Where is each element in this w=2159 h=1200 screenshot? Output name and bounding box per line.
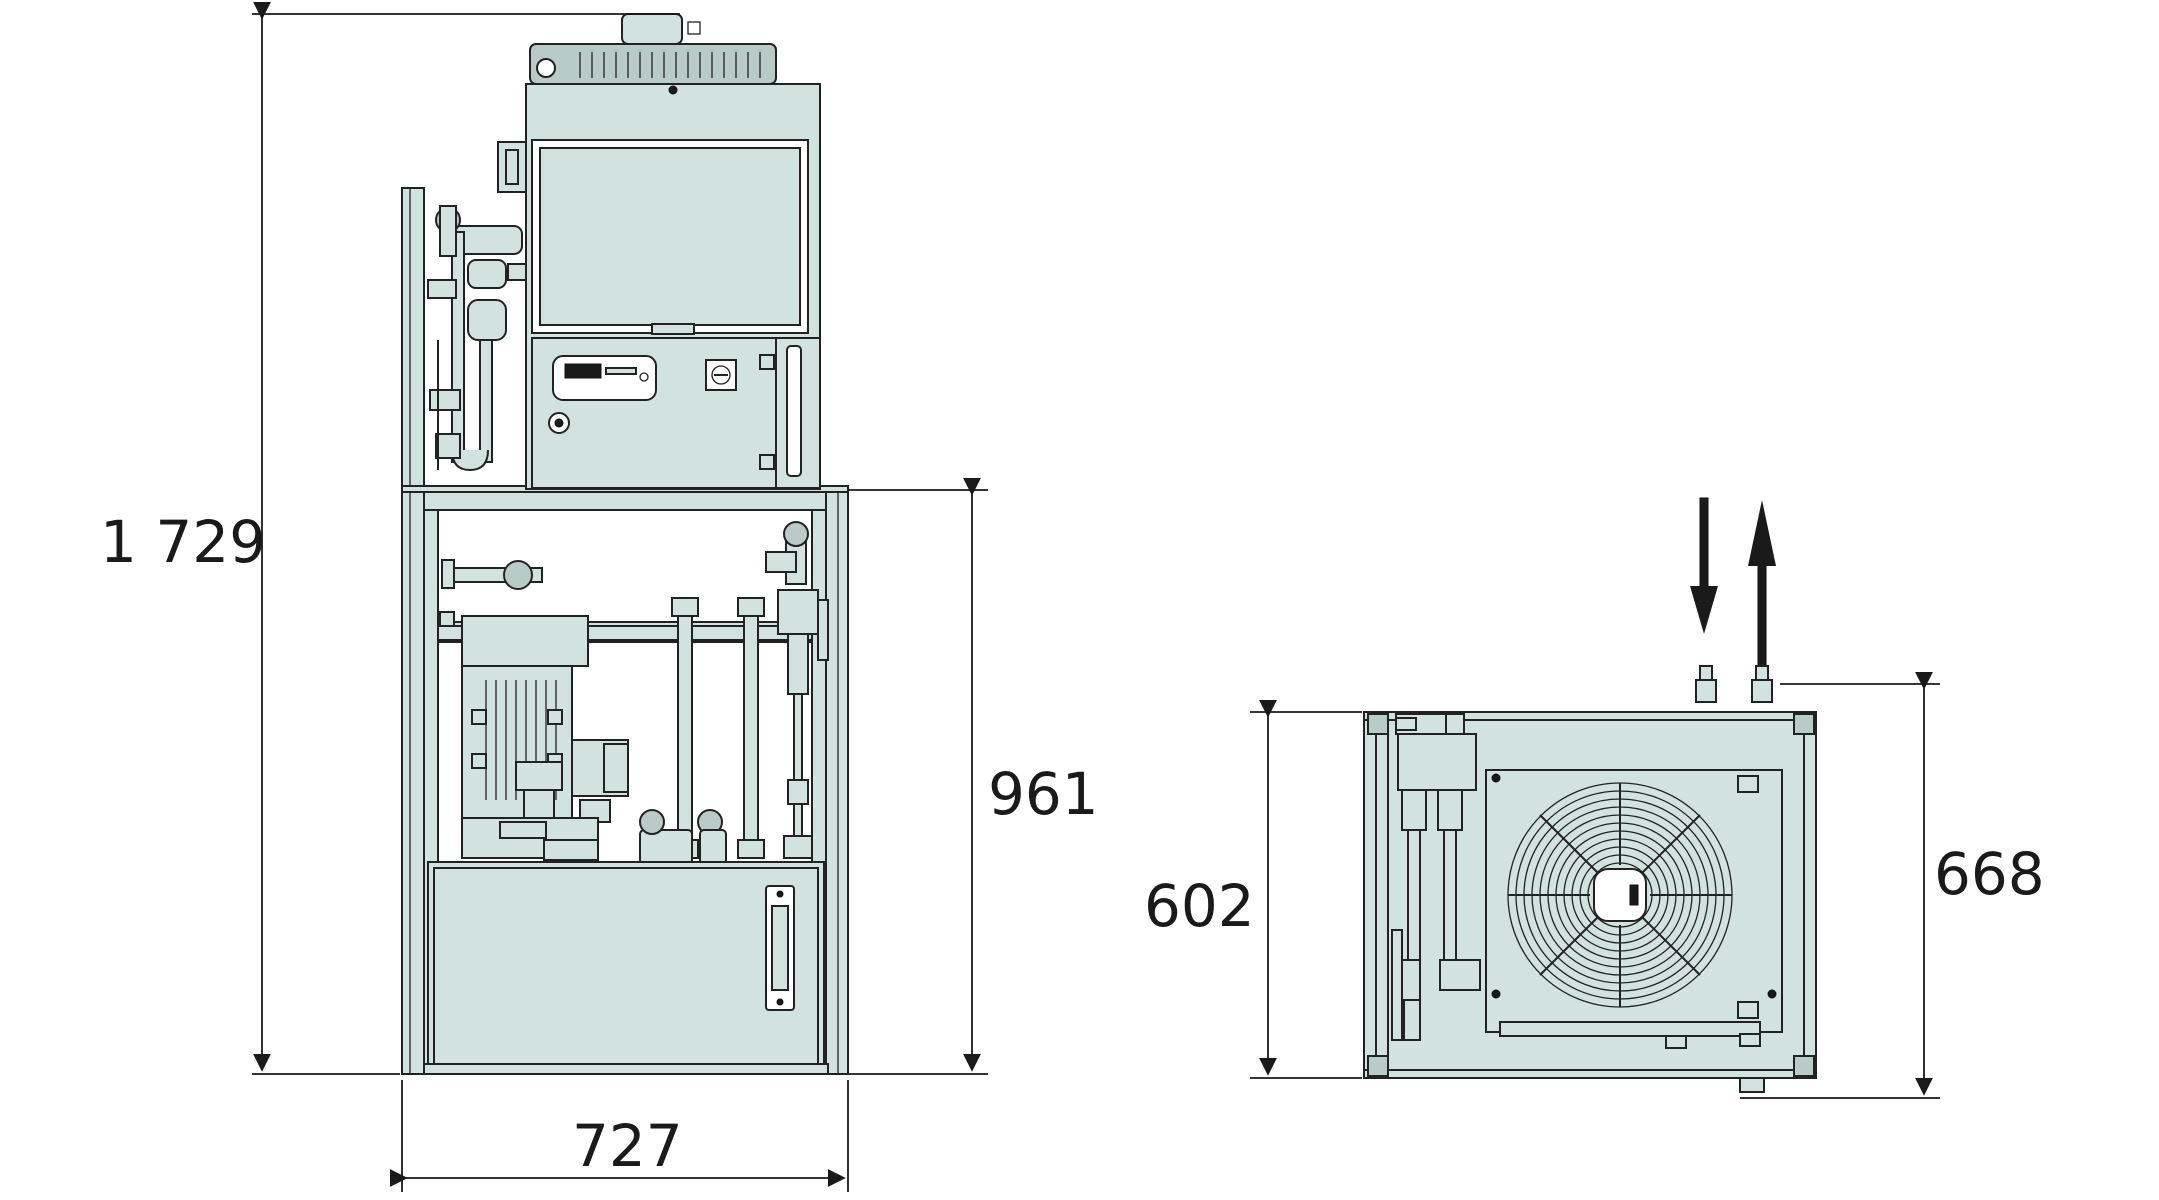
front-dimensions: 1 729 961 727 (100, 1, 1099, 1192)
flow-arrows (1690, 497, 1776, 667)
side-piping (1391, 713, 1481, 1041)
motor-top (461, 615, 589, 667)
top-cap (621, 13, 683, 45)
filter-assembly (639, 809, 727, 865)
dim-lower-height: 961 (988, 760, 1099, 828)
top-fan-grille (529, 43, 777, 85)
dim-total-height: 1 729 (100, 508, 266, 576)
dim-front-width: 727 (572, 1112, 683, 1180)
grille-slots (579, 52, 761, 78)
frame-right-post (825, 489, 849, 1075)
outlet-arrow-shaft (1757, 561, 1767, 667)
inlet-arrow-shaft (1699, 497, 1709, 591)
valve-assembly-left (439, 559, 543, 633)
side-view (1363, 497, 1817, 1079)
inlet-arrow-head (1690, 586, 1718, 634)
side-dimensions: 602 668 (1144, 671, 2045, 1099)
dim-side-depth: 602 (1144, 872, 1255, 940)
fan-guard (1507, 782, 1733, 1008)
top-knob (536, 58, 556, 78)
upper-piping (427, 205, 523, 472)
dim-side-height: 668 (1934, 840, 2045, 908)
outlet-arrow-head (1748, 500, 1776, 566)
valve-column-right (765, 521, 829, 859)
frame-left-post (401, 187, 425, 1075)
front-view (401, 13, 849, 1075)
